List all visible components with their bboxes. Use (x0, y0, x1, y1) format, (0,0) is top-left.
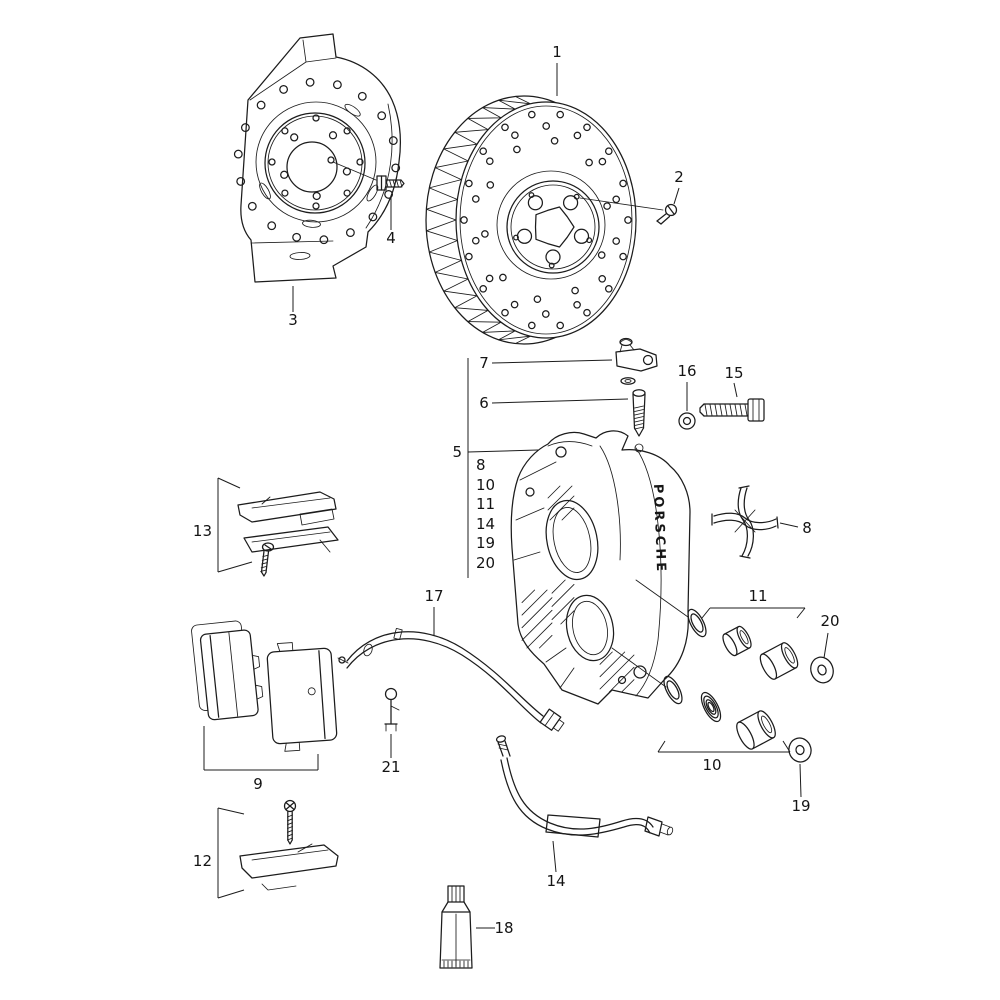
leader-6 (491, 398, 629, 404)
caliper-brand-text: PORSCHE (650, 484, 668, 575)
part-number-7: 7 (479, 354, 489, 372)
sensor-clip (384, 687, 400, 732)
splash-shield (233, 33, 401, 283)
part-number-17: 17 (424, 587, 443, 605)
bracket-11-tick-left (701, 607, 711, 619)
bracket-13-tick-bottom (217, 561, 253, 573)
piston-seal-set-upper (687, 608, 799, 680)
brake-pads (191, 620, 338, 752)
pad-retainer-upper (237, 491, 339, 577)
retainer-screw-12 (283, 799, 297, 845)
shield-hole-pattern (233, 77, 401, 245)
part-number-14: 14 (546, 872, 565, 890)
includes-item: 19 (476, 534, 495, 552)
callout-19: 19 (791, 763, 811, 815)
brake-disc (425, 95, 637, 345)
part-number-4: 4 (386, 229, 396, 247)
part-number-9: 9 (253, 775, 263, 793)
guide-screw (632, 389, 646, 437)
washer-20 (810, 656, 834, 684)
callout-20: 20 (820, 612, 840, 659)
sensor-plug (539, 708, 565, 732)
bracket-12-tick-top (217, 807, 245, 815)
vent-fitting (615, 337, 658, 385)
callout-4: 4 (386, 196, 396, 247)
leader-14 (552, 840, 557, 873)
wear-sensor-cable (337, 627, 565, 732)
spreader-spring (711, 485, 779, 559)
brake-hose (495, 735, 674, 838)
part-number-12: 12 (193, 852, 212, 870)
disc-drill-holes (460, 110, 632, 330)
leader-15 (733, 382, 738, 398)
callout-14: 14 (546, 840, 566, 890)
callout-21: 21 (381, 734, 401, 776)
part-number-2: 2 (674, 168, 684, 186)
leader-5 (467, 449, 539, 453)
bracket-12-tick-bottom (217, 889, 245, 899)
leader-2 (673, 187, 680, 205)
caliper-mount-bolt (699, 398, 765, 422)
part-number-1: 1 (552, 43, 562, 61)
part-number-10: 10 (702, 756, 721, 774)
part-number-19: 19 (791, 797, 810, 815)
part-number-16: 16 (677, 362, 696, 380)
includes-item: 20 (476, 554, 495, 572)
bracket-13-tick-top (217, 477, 241, 489)
callout-10: 10 (657, 740, 791, 774)
callout-labels: 1 2 3 4 5 8 10 11 14 19 20 (193, 43, 840, 937)
callout-9: 9 (203, 726, 319, 793)
part-number-5: 5 (452, 443, 462, 461)
includes-item: 8 (476, 456, 486, 474)
callout-8: 8 (779, 519, 812, 537)
includes-item: 11 (476, 495, 495, 513)
retainer-screw (260, 542, 275, 577)
leader-20 (823, 632, 829, 659)
callout-2: 2 (673, 168, 684, 205)
includes-item: 14 (476, 515, 495, 533)
callout-16: 16 (677, 362, 697, 411)
leader-19 (799, 763, 802, 798)
piston-seal-set-lower (663, 675, 776, 750)
bracket-11-tick-right (796, 607, 806, 619)
part-number-15: 15 (724, 364, 743, 382)
callout-1: 1 (552, 43, 562, 96)
part-number-6: 6 (479, 394, 489, 412)
lubricant-tube (439, 885, 473, 969)
washer-19 (788, 737, 812, 763)
callout-3: 3 (288, 286, 298, 329)
callout-5-group: 5 8 10 11 14 19 20 (452, 358, 539, 578)
part-number-20: 20 (820, 612, 839, 630)
part-number-3: 3 (288, 311, 298, 329)
callout-15: 15 (724, 364, 744, 398)
callout-7: 7 (479, 354, 613, 372)
part-number-11: 11 (748, 587, 767, 605)
callout-12: 12 (193, 807, 245, 899)
part-number-18: 18 (494, 919, 513, 937)
callout-17: 17 (424, 587, 444, 636)
part-number-21: 21 (381, 758, 400, 776)
callout-18: 18 (476, 919, 514, 937)
includes-item: 10 (476, 476, 495, 494)
callout-13: 13 (193, 477, 253, 573)
brake-caliper: PORSCHE (510, 430, 691, 705)
washer-16 (678, 412, 696, 430)
pad-retainer-lower (239, 799, 339, 891)
part-number-13: 13 (193, 522, 212, 540)
disc-set-screw (579, 197, 678, 225)
callout-11: 11 (701, 587, 806, 619)
caliper-section-hatch (521, 485, 635, 693)
callout-6: 6 (479, 394, 629, 412)
bracket-10-tick-right (782, 740, 791, 753)
bracket-10-tick-left (657, 740, 666, 753)
leader-8 (779, 522, 799, 528)
shield-bolt (332, 161, 405, 191)
leader-7 (491, 359, 613, 364)
part-number-8: 8 (802, 519, 812, 537)
brake-pad-inner (191, 620, 264, 721)
caliper-includes-list: 8 10 11 14 19 20 (476, 456, 495, 572)
brake-pad-outer (266, 642, 338, 752)
